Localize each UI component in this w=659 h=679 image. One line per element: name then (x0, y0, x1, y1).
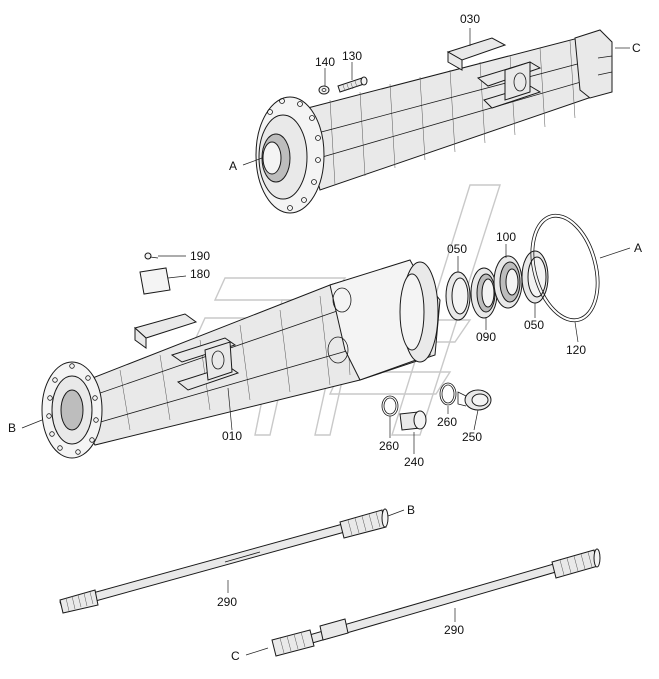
label-010: 010 (222, 429, 242, 443)
upper-axle-housing (255, 29, 613, 214)
washer-140 (318, 85, 330, 95)
o-ring-120 (530, 213, 600, 323)
half-shaft-b (59, 508, 389, 614)
plate-180 (139, 267, 171, 295)
label-140: 140 (315, 55, 335, 69)
label-090: 090 (476, 330, 496, 344)
leader-lines (21, 28, 631, 656)
label-180: 180 (190, 267, 210, 281)
label-ref-b-shaft: B (407, 503, 415, 517)
half-shaft-c (271, 548, 601, 657)
label-290-bottom: 290 (444, 623, 464, 637)
label-120: 120 (566, 343, 586, 357)
label-190: 190 (190, 249, 210, 263)
label-260-right: 260 (437, 415, 457, 429)
label-ref-a-right: A (634, 241, 642, 255)
plug-250 (457, 389, 492, 411)
label-050-right: 050 (524, 318, 544, 332)
label-100: 100 (496, 230, 516, 244)
label-290-top: 290 (217, 595, 237, 609)
label-030: 030 (460, 12, 480, 26)
plug-190 (144, 252, 159, 260)
callout-labels: 030 140 130 C A 190 180 050 100 A 090 05… (8, 12, 642, 663)
ring-050-left (445, 271, 471, 321)
label-240: 240 (404, 455, 424, 469)
label-130: 130 (342, 49, 362, 63)
label-ref-a-left: A (229, 159, 237, 173)
ring-260-left (381, 395, 399, 417)
label-050-left: 050 (447, 242, 467, 256)
plug-240 (399, 410, 427, 431)
lower-axle-housing (41, 259, 441, 459)
label-ref-b-left: B (8, 421, 16, 435)
label-ref-c-top: C (632, 41, 641, 55)
ring-260-right (439, 382, 457, 406)
label-260-left: 260 (379, 439, 399, 453)
label-ref-c-shaft: C (231, 649, 240, 663)
seal-090 (470, 267, 498, 319)
ring-050-right (521, 250, 549, 304)
label-250: 250 (462, 430, 482, 444)
bolt-130 (337, 76, 368, 93)
bearing-100 (493, 255, 523, 309)
